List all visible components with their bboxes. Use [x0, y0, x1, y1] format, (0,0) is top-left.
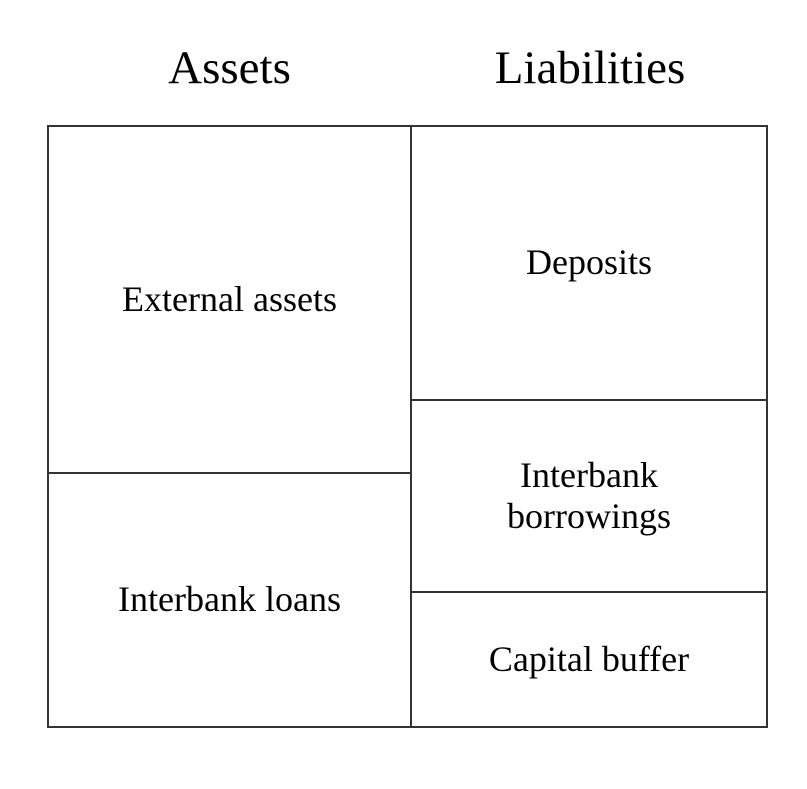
- assets-cell-interbank-loans: Interbank loans: [49, 472, 410, 726]
- liabilities-cell-capital-buffer-label: Capital buffer: [488, 638, 690, 679]
- assets-cell-interbank-loans-label: Interbank loans: [118, 579, 341, 620]
- liabilities-cell-deposits: Deposits: [412, 127, 766, 399]
- assets-cell-external-assets: External assets: [49, 127, 410, 472]
- column-header-liabilities: Liabilities: [494, 42, 686, 94]
- liabilities-cell-deposits-label: Deposits: [526, 242, 652, 283]
- assets-column: External assets Interbank loans: [49, 127, 412, 726]
- liabilities-cell-interbank-borrowings: Interbank borrowings: [412, 399, 766, 591]
- liabilities-cell-capital-buffer: Capital buffer: [412, 591, 766, 726]
- assets-cell-external-assets-label: External assets: [122, 278, 337, 319]
- balance-sheet-box: External assets Interbank loans Deposits…: [47, 125, 768, 728]
- liabilities-column: Deposits Interbank borrowings Capital bu…: [412, 127, 766, 726]
- liabilities-cell-interbank-borrowings-label: Interbank borrowings: [507, 454, 671, 536]
- column-header-assets: Assets: [168, 42, 291, 94]
